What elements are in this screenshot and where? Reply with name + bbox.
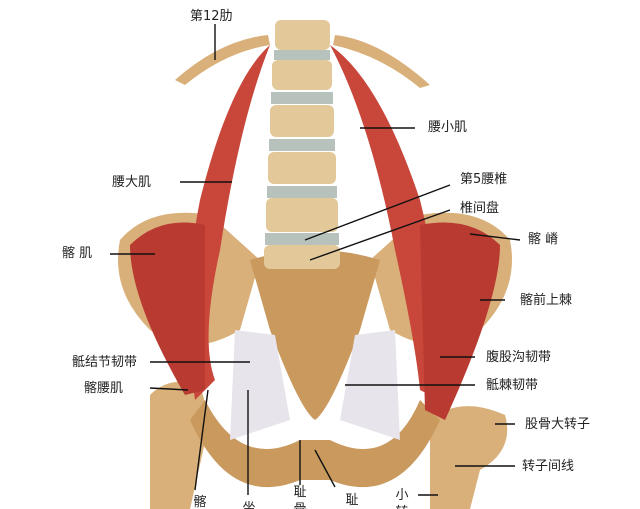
femur-right	[430, 406, 508, 509]
label-bottom-ischium: 坐	[242, 501, 256, 509]
label-iliacus: 髂 肌	[62, 246, 93, 261]
label-l5-vertebra: 第5腰椎	[460, 172, 508, 187]
label-inguinal-ligament: 腹股沟韧带	[486, 350, 552, 365]
pubis	[190, 400, 440, 488]
label-psoas-minor: 腰小肌	[428, 120, 468, 135]
label-rib-12: 第12肋	[190, 9, 233, 24]
label-intertrochanteric-line: 转子间线	[522, 459, 575, 474]
label-bottom-pubic: 耻	[345, 493, 359, 508]
rib-12-right	[333, 35, 430, 88]
label-bottom-lesser-trochanter: 小转	[395, 488, 409, 509]
label-sacrospinous-ligament: 骶棘韧带	[486, 378, 539, 393]
label-sacrotuberous-ligament: 骶结节韧带	[72, 355, 138, 370]
label-greater-trochanter: 股骨大转子	[525, 417, 591, 432]
label-iliac-crest: 髂 嵴	[528, 232, 559, 247]
label-bottom-pubic-bone: 耻骨	[293, 485, 307, 509]
iliacus-right	[420, 222, 500, 420]
label-asis: 髂前上棘	[520, 293, 573, 308]
label-iliopsoas: 髂腰肌	[84, 381, 124, 396]
label-intervertebral-disc: 椎间盘	[460, 201, 500, 216]
lumbar-spine	[264, 20, 340, 269]
sacrum	[250, 250, 380, 420]
ligament-left	[230, 330, 290, 440]
psoas-major-right	[330, 45, 441, 400]
intervertebral-discs	[265, 50, 339, 245]
label-bottom-ilium: 髂	[193, 495, 207, 509]
rib-12-left	[175, 35, 270, 85]
label-psoas-major: 腰大肌	[112, 175, 152, 190]
psoas-major-left	[188, 45, 270, 400]
leader-lines	[110, 24, 521, 496]
iliacus-left	[130, 222, 205, 395]
